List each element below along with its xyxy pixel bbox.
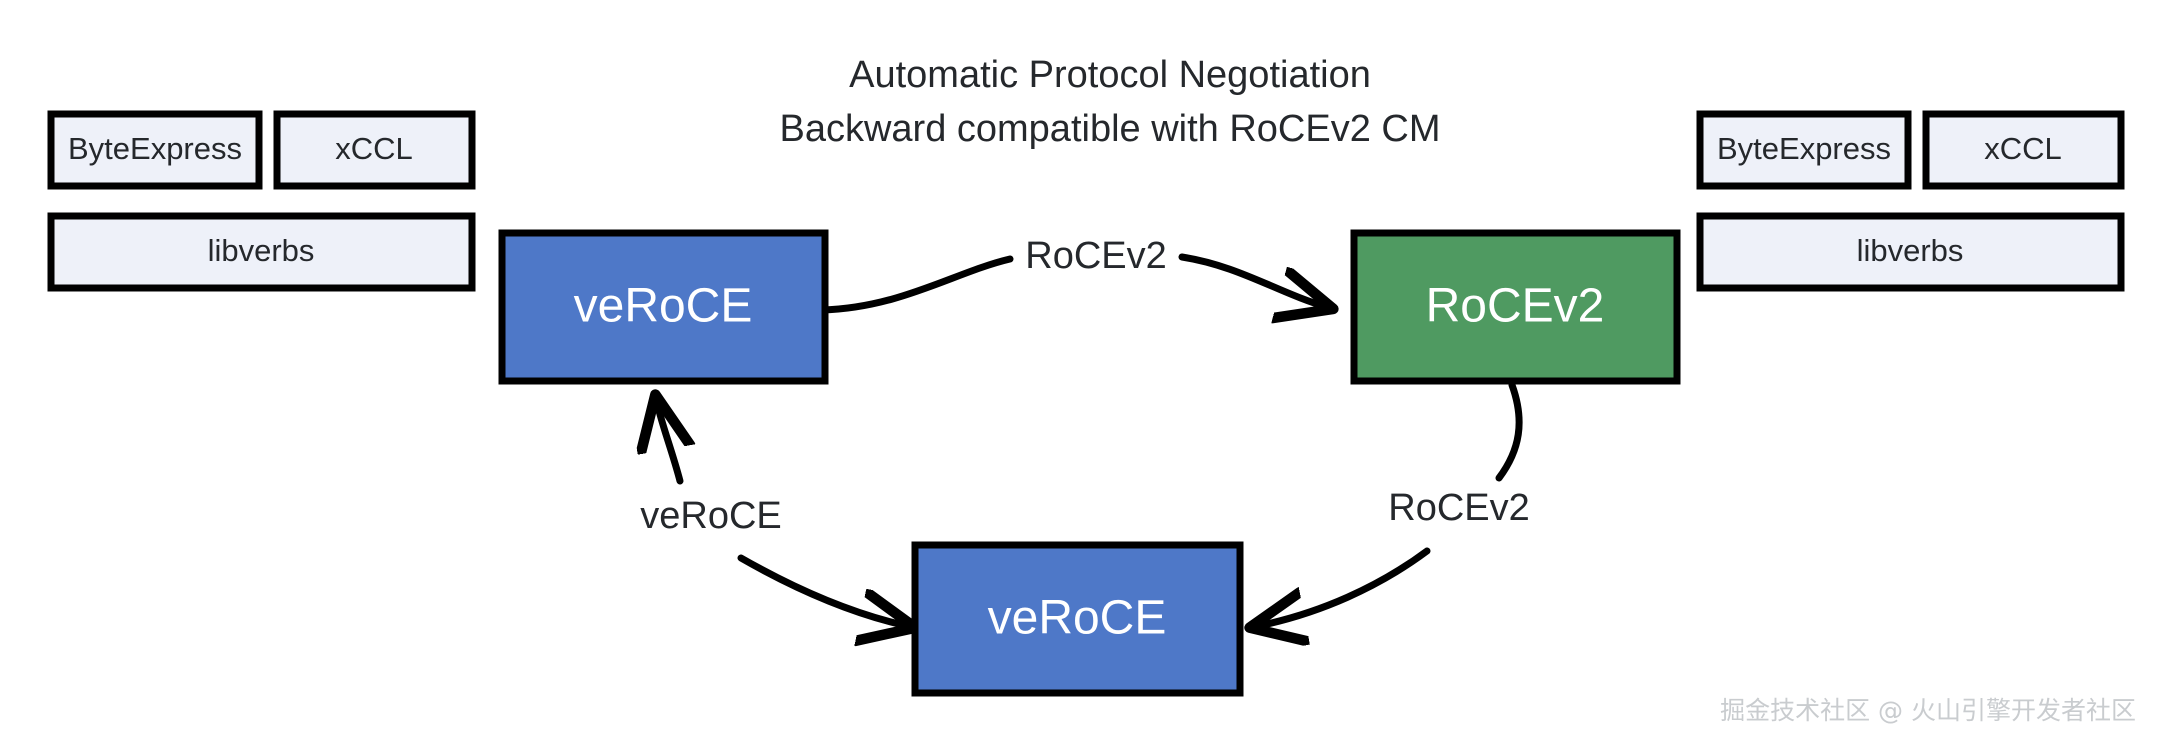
left-libverbs-label: libverbs xyxy=(208,233,315,268)
node-top-left[interactable]: veRoCE xyxy=(498,229,829,385)
right-libverbs-box[interactable] xyxy=(1696,212,2125,292)
right-libverbs-label: libverbs xyxy=(1857,233,1964,268)
left-libverbs-box[interactable] xyxy=(47,212,476,292)
edge-left-segment-upper xyxy=(656,398,680,485)
node-top-left-label: veRoCE xyxy=(574,280,753,333)
edge-left-segment-lower xyxy=(737,554,912,627)
watermark-label: 掘金技术社区 @ 火山引擎开发者社区 xyxy=(1720,696,2136,725)
edge-right-segment-upper xyxy=(1495,381,1523,482)
edge-right-label: RoCEv2 xyxy=(1388,487,1530,529)
node-top-left-box[interactable] xyxy=(498,229,829,385)
node-top-right[interactable]: RoCEv2 xyxy=(1350,229,1681,385)
node-top-right-label: RoCEv2 xyxy=(1426,280,1605,333)
left-byteexpress-label: ByteExpress xyxy=(68,131,242,166)
left-xccl-label: xCCL xyxy=(335,131,413,166)
edge-right-segment-lower xyxy=(1253,547,1431,627)
right-software-stack: ByteExpress xCCL libverbs xyxy=(1696,110,2125,292)
right-byteexpress-box[interactable] xyxy=(1696,110,1912,190)
title-line-1: Automatic Protocol Negotiation xyxy=(849,54,1371,96)
right-xccl-label: xCCL xyxy=(1984,131,2062,166)
title-line-2: Backward compatible with RoCEv2 CM xyxy=(779,108,1440,150)
edge-left-label: veRoCE xyxy=(640,495,782,537)
right-xccl-box[interactable] xyxy=(1922,110,2125,190)
left-software-stack: ByteExpress xCCL libverbs xyxy=(47,110,476,292)
node-bottom[interactable]: veRoCE xyxy=(911,541,1244,697)
edge-top-segment-right xyxy=(1178,253,1330,308)
node-bottom-box[interactable] xyxy=(911,541,1244,697)
node-bottom-label: veRoCE xyxy=(988,592,1167,645)
edge-top-label: RoCEv2 xyxy=(1025,235,1167,277)
node-top-right-box[interactable] xyxy=(1350,229,1681,385)
right-byteexpress-label: ByteExpress xyxy=(1717,131,1891,166)
edge-top-segment-left xyxy=(818,255,1014,314)
left-xccl-box[interactable] xyxy=(273,110,476,190)
left-byteexpress-box[interactable] xyxy=(47,110,263,190)
